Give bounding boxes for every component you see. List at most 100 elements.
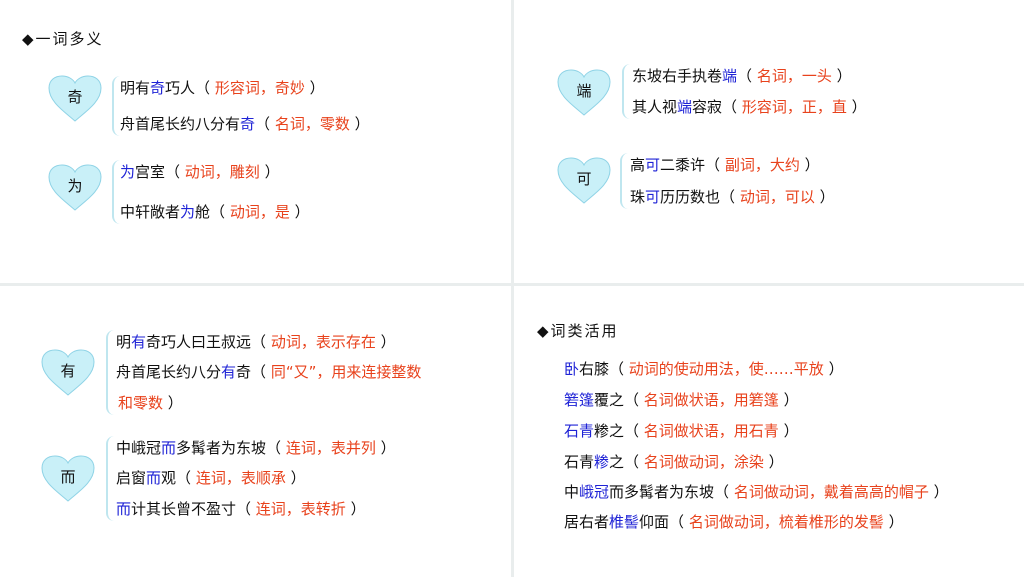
explanation: 形容词，奇妙 — [214, 79, 305, 97]
sentence-text: 仰面（ — [639, 513, 689, 531]
panel-top-left — [0, 0, 511, 283]
sentence-text: 舟首尾长约八分有 — [120, 115, 241, 133]
sentence-text: ） — [345, 500, 366, 518]
keyword: 可 — [645, 188, 661, 206]
brace — [112, 76, 124, 136]
brace — [622, 64, 634, 119]
heart-icon — [41, 349, 95, 396]
sentence-text: 计其长曾不盈寸（ — [131, 500, 256, 518]
explanation: 动词，可以 — [739, 188, 815, 206]
heart-badge: 而 — [40, 454, 96, 504]
heart-badge: 奇 — [47, 74, 103, 124]
example-sentence: 明有奇巧人（ 形容词，奇妙 ） — [120, 78, 325, 98]
heart-badge: 可 — [556, 156, 612, 206]
conversion-example: 石青糁之（ 名词做动词，涂染 ） — [564, 452, 784, 472]
sentence-text: 观（ — [161, 469, 196, 487]
sentence-text: ） — [763, 453, 784, 471]
heart-icon — [557, 69, 611, 116]
sentence-text: 东坡右手执卷 — [632, 67, 723, 85]
panel-bottom-left — [0, 286, 511, 577]
sentence-text: 舱（ — [195, 203, 230, 221]
keyword: 为 — [120, 163, 136, 181]
sentence-text: ） — [846, 98, 867, 116]
sentence-text: ） — [285, 469, 306, 487]
brace — [620, 153, 632, 209]
sentence-text: 奇巧人曰王叔远（ — [146, 333, 271, 351]
keyword: 端 — [722, 67, 738, 85]
sentence-text: 二黍许（ — [660, 156, 725, 174]
sentence-text: ） — [814, 188, 835, 206]
explanation: 名词做状语，用箬篷 — [643, 391, 779, 409]
explanation: 形容词，正，直 — [741, 98, 847, 116]
keyword: 可 — [645, 156, 661, 174]
sentence-text: 珠 — [630, 188, 646, 206]
keyword: 而 — [116, 500, 132, 518]
brace — [106, 330, 118, 415]
sentence-text: 明 — [116, 333, 132, 351]
sentence-text: ） — [823, 360, 844, 378]
explanation: 动词，是 — [229, 203, 290, 221]
heart-icon — [48, 75, 102, 122]
heart-icon — [557, 157, 611, 204]
explanation: 连词，表顺承 — [195, 469, 286, 487]
explanation: 连词，表转折 — [255, 500, 346, 518]
keyword: 有 — [221, 363, 237, 381]
explanation: 副词，大约 — [724, 156, 800, 174]
heart-icon — [41, 455, 95, 502]
sentence-text: ） — [163, 394, 183, 412]
heart-badge: 有 — [40, 348, 96, 398]
sentence-text: 宫室（ — [135, 163, 185, 181]
brace — [112, 160, 124, 224]
keyword: 而 — [146, 469, 162, 487]
sentence-text: ） — [375, 333, 396, 351]
brace — [106, 436, 118, 521]
sentence-text: ） — [375, 439, 396, 457]
keyword: 糁 — [594, 453, 610, 471]
example-sentence: 和零数 ） — [118, 393, 183, 413]
example-sentence: 而计其长曾不盈寸（ 连词，表转折 ） — [116, 499, 366, 519]
keyword: 箬篷 — [564, 391, 595, 409]
sentence-text: ） — [778, 422, 799, 440]
explanation: 动词，表示存在 — [270, 333, 376, 351]
heart-word: 为 — [67, 177, 83, 195]
sentence-text: ） — [778, 391, 799, 409]
sentence-text: 其人视 — [632, 98, 678, 116]
sentence-text: 之（ — [609, 453, 644, 471]
sentence-text: 启窗 — [116, 469, 147, 487]
conversion-example: 居右者椎髻仰面（ 名词做动词，梳着椎形的发髻 ） — [564, 512, 904, 532]
explanation: 名词做状语，用石青 — [643, 422, 779, 440]
heart-badge: 为 — [47, 163, 103, 213]
example-sentence: 中峨冠而多髯者为东坡（ 连词，表并列 ） — [116, 438, 396, 458]
panel-bottom-right — [514, 286, 1024, 577]
keyword: 卧 — [564, 360, 580, 378]
sentence-text: 居右者 — [564, 513, 610, 531]
keyword: 石青 — [564, 422, 595, 440]
sentence-text: 明有 — [120, 79, 151, 97]
heart-word: 端 — [576, 82, 592, 100]
sentence-text: 右膝（ — [579, 360, 629, 378]
explanation: 同“又”，用来连接整数 — [270, 363, 422, 381]
sentence-text: （ — [255, 115, 275, 133]
sentence-text: ） — [259, 163, 280, 181]
example-sentence: 明有奇巧人曰王叔远（ 动词，表示存在 ） — [116, 332, 396, 352]
sentence-text: 中 — [564, 483, 580, 501]
example-sentence: 舟首尾长约八分有奇（ 同“又”，用来连接整数 — [116, 362, 421, 382]
sentence-text: （ — [737, 67, 757, 85]
explanation: 和零数 — [118, 394, 164, 412]
example-sentence: 高可二黍许（ 副词，大约 ） — [630, 155, 820, 175]
sentence-text: ） — [883, 513, 904, 531]
example-sentence: 舟首尾长约八分有奇（ 名词，零数 ） — [120, 114, 370, 134]
sentence-text: 中峨冠 — [116, 439, 162, 457]
heart-word: 而 — [60, 468, 76, 486]
sentence-text: 舟首尾长约八分 — [116, 363, 222, 381]
sentence-text: 覆之（ — [594, 391, 644, 409]
example-sentence: 珠可历历数也（ 动词，可以 ） — [630, 187, 835, 207]
explanation: 名词，一头 — [756, 67, 832, 85]
keyword: 为 — [180, 203, 196, 221]
explanation: 名词做动词，戴着高高的帽子 — [733, 483, 929, 501]
example-sentence: 其人视端容寂（ 形容词，正，直 ） — [632, 97, 867, 117]
conversion-example: 卧右膝（ 动词的使动用法，使……平放 ） — [564, 359, 844, 379]
panel-top-right — [514, 0, 1024, 283]
explanation: 动词的使动用法，使……平放 — [628, 360, 824, 378]
example-sentence: 启窗而观（ 连词，表顺承 ） — [116, 468, 306, 488]
